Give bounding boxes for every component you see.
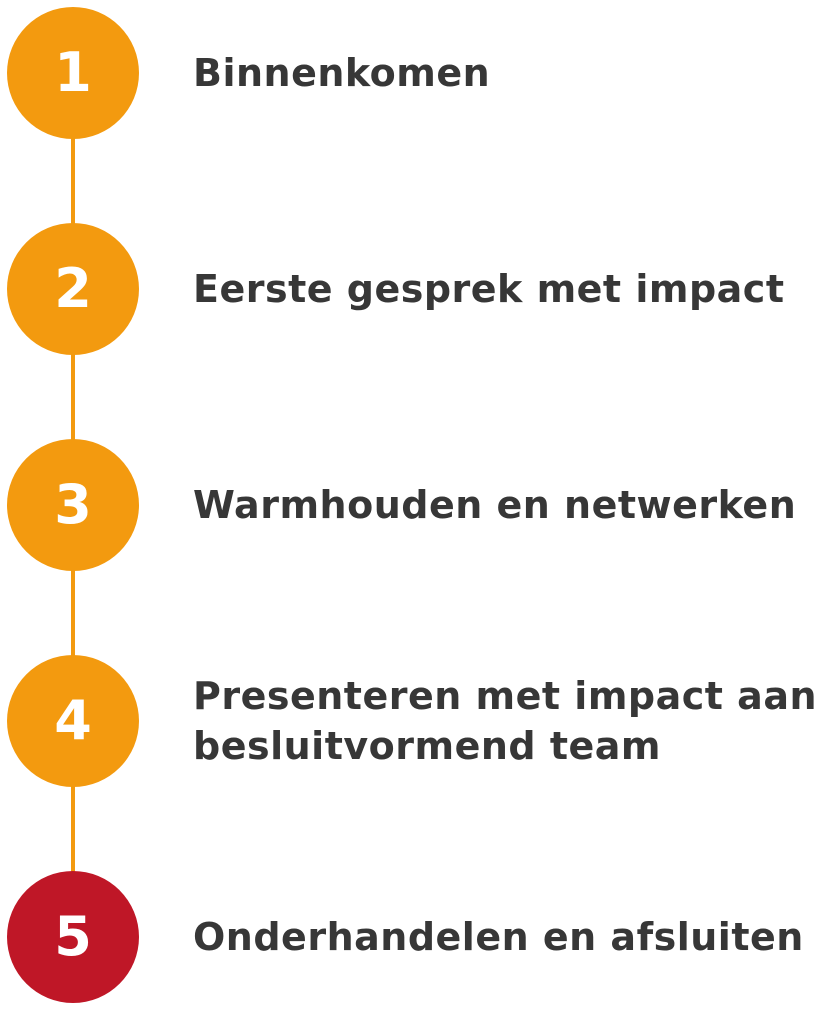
- step-1-label: Binnenkomen: [193, 48, 803, 98]
- connector-4-5: [71, 786, 75, 876]
- step-2-circle: 2: [7, 223, 139, 355]
- step-4-label: Presenteren met impact aan besluitvormen…: [193, 671, 818, 771]
- connector-2-3: [71, 354, 75, 444]
- step-5-label-line-1: Onderhandelen en afsluiten: [193, 915, 804, 959]
- step-3-number: 3: [54, 473, 92, 536]
- step-4-label-line-1: Presenteren met impact aan: [193, 674, 818, 718]
- step-1-label-line-1: Binnenkomen: [193, 51, 491, 95]
- step-4-number: 4: [54, 689, 92, 752]
- step-1-number: 1: [54, 41, 92, 104]
- step-2-label-line-1: Eerste gesprek met impact: [193, 267, 785, 311]
- step-2-number: 2: [54, 257, 92, 320]
- step-4-circle: 4: [7, 655, 139, 787]
- step-4-label-line-2: besluitvormend team: [193, 724, 662, 768]
- connector-3-4: [71, 570, 75, 660]
- step-5-circle: 5: [7, 871, 139, 1003]
- connector-1-2: [71, 138, 75, 228]
- step-5-label: Onderhandelen en afsluiten: [193, 912, 803, 962]
- step-3-circle: 3: [7, 439, 139, 571]
- step-3-label: Warmhouden en netwerken: [193, 480, 803, 530]
- step-1-circle: 1: [7, 7, 139, 139]
- step-2-label: Eerste gesprek met impact: [193, 264, 803, 314]
- step-5-number: 5: [54, 905, 92, 968]
- step-3-label-line-1: Warmhouden en netwerken: [193, 483, 797, 527]
